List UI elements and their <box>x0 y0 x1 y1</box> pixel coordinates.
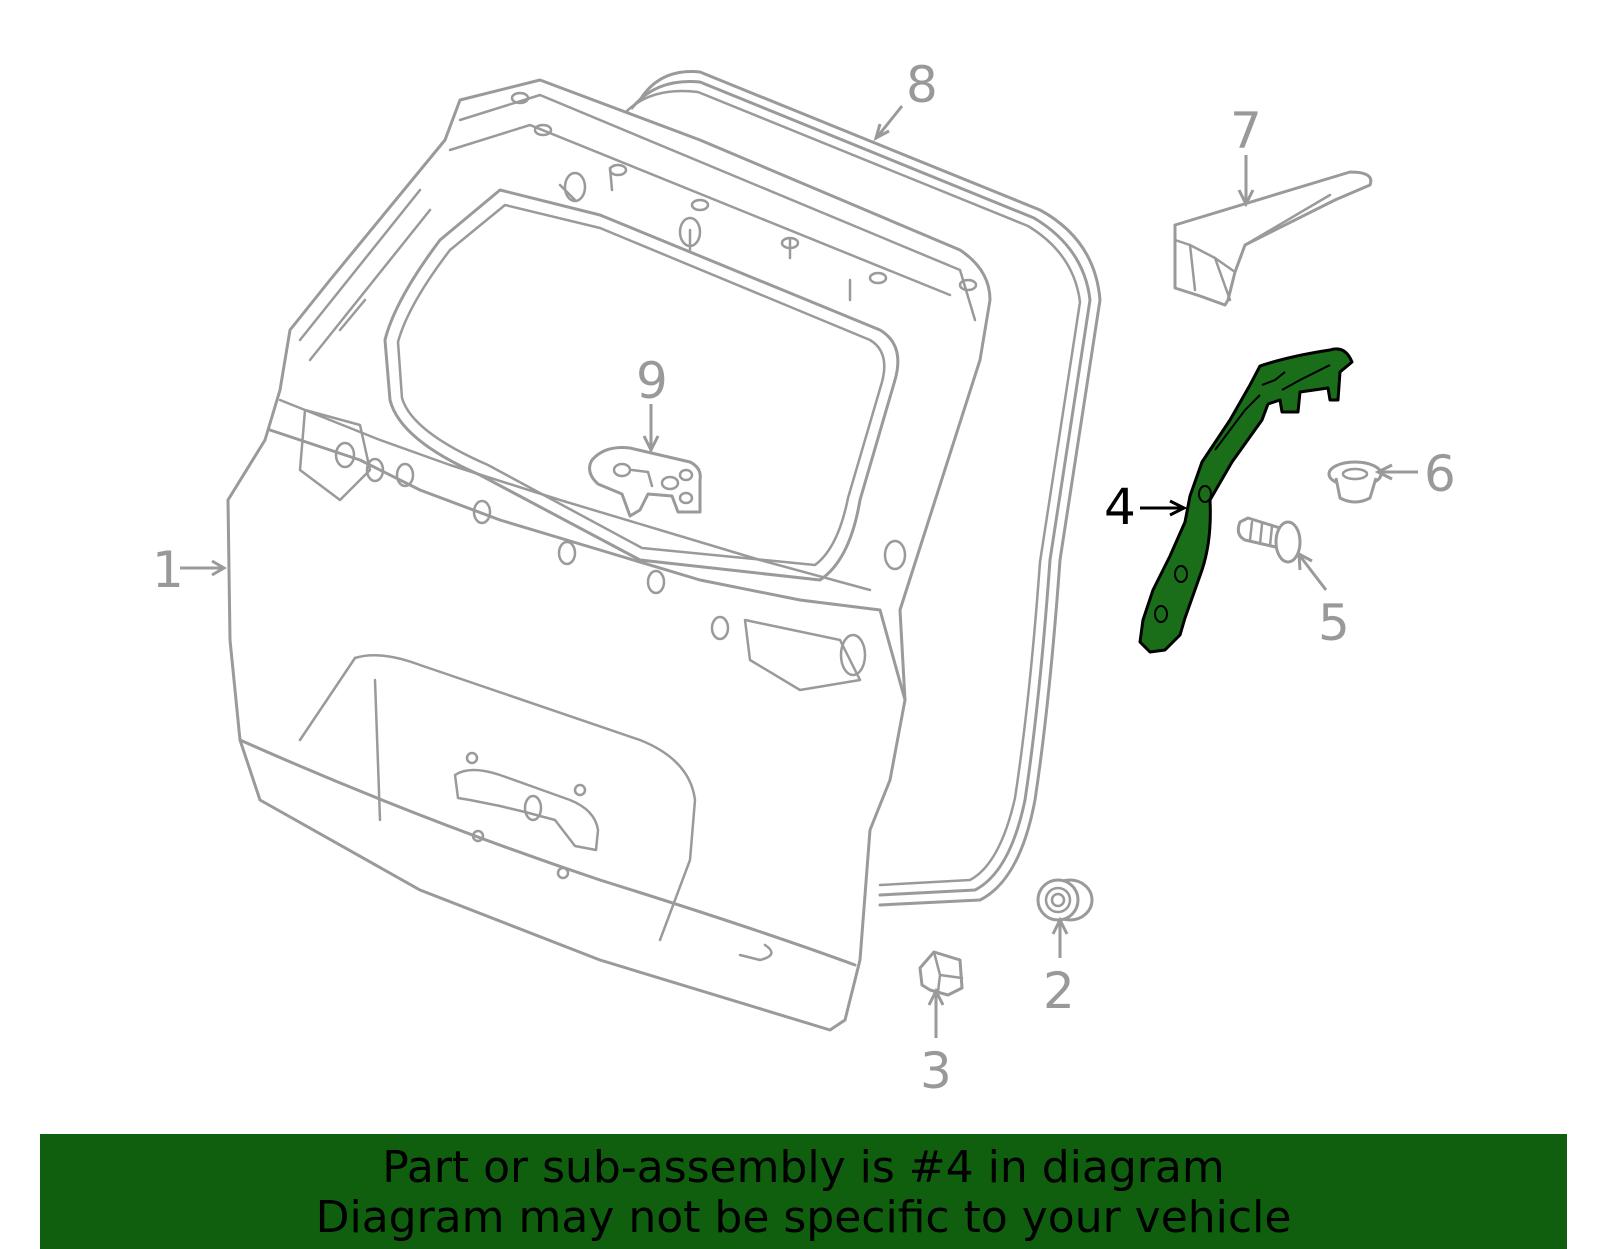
callout-2: 2 <box>1043 962 1075 1020</box>
leader-lines <box>180 105 1418 1038</box>
part-5-bolt <box>1236 516 1302 564</box>
part-8-weatherstrip <box>622 70 1102 907</box>
callout-labels: 1 8 7 9 4 6 5 2 3 <box>152 56 1456 1100</box>
callout-4: 4 <box>1104 478 1136 536</box>
part-9-hinge-bracket <box>588 446 702 518</box>
arrow-5 <box>1297 551 1328 591</box>
arrow-2 <box>1051 916 1069 958</box>
arrow-9 <box>642 404 660 454</box>
arrow-6 <box>1374 463 1418 481</box>
arrow-3 <box>927 987 945 1038</box>
callout-5: 5 <box>1318 594 1350 652</box>
info-banner: Part or sub-assembly is #4 in diagram Di… <box>40 1134 1567 1249</box>
callout-3: 3 <box>920 1042 952 1100</box>
banner-line-2: Diagram may not be specific to your vehi… <box>315 1192 1292 1243</box>
part-1-liftgate <box>226 78 992 1032</box>
callout-9: 9 <box>636 352 668 410</box>
callout-6: 6 <box>1424 445 1456 503</box>
part-6-nut <box>1327 460 1383 504</box>
part-4-support-highlighted <box>1138 347 1354 654</box>
arrow-8 <box>873 105 904 142</box>
banner-line-1: Part or sub-assembly is #4 in diagram <box>382 1142 1225 1193</box>
arrow-1 <box>180 559 227 577</box>
arrow-7 <box>1237 155 1255 208</box>
part-7-bracket <box>1173 170 1373 307</box>
callout-8: 8 <box>906 56 938 114</box>
part-2-grommet <box>1036 878 1094 922</box>
callout-7: 7 <box>1230 102 1262 160</box>
arrow-4 <box>1140 499 1188 517</box>
callout-1: 1 <box>152 541 184 599</box>
part-3-clip <box>918 950 964 997</box>
